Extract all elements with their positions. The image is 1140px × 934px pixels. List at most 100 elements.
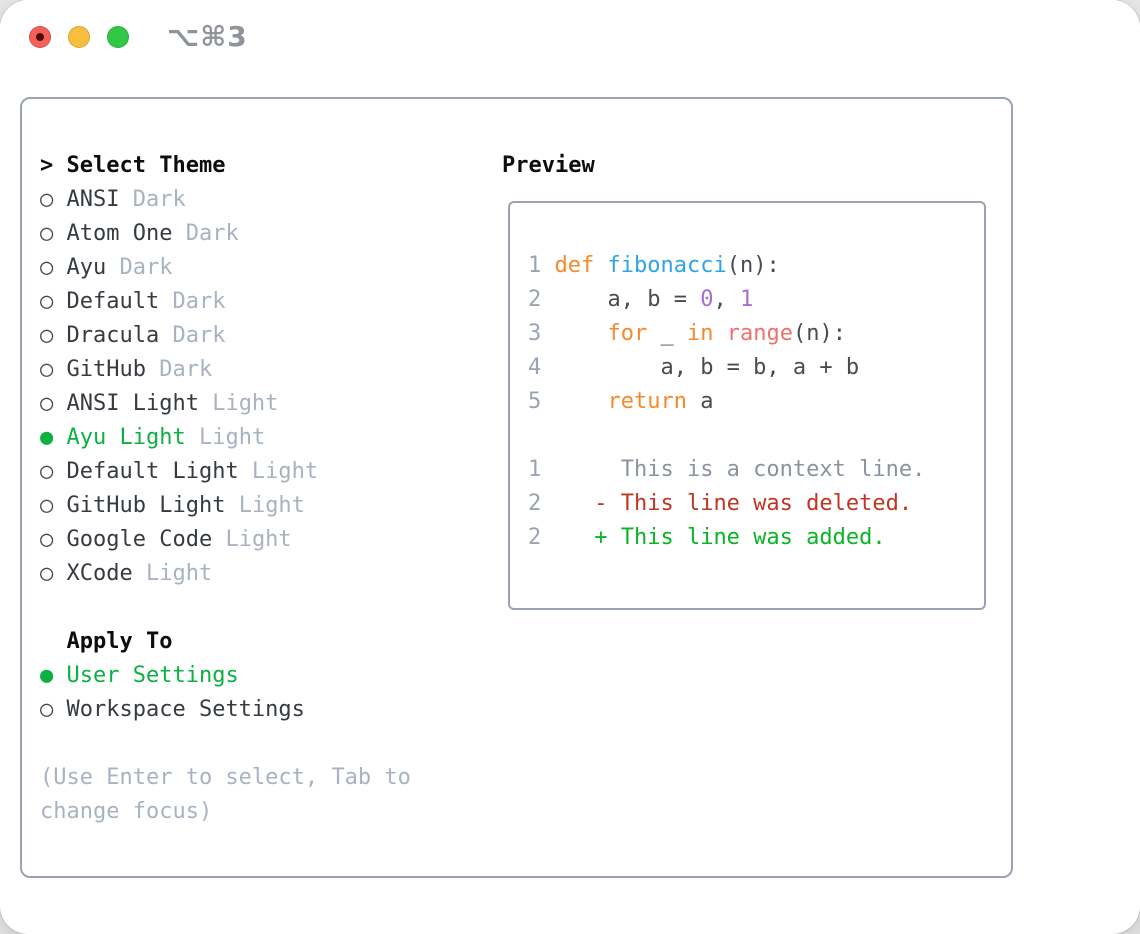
theme-variant-tag: Dark — [119, 187, 186, 212]
theme-option-google-code-light[interactable]: ○ Google Code Light — [40, 523, 502, 557]
radio-unselected-icon: ○ — [40, 289, 67, 314]
token-pl — [713, 321, 726, 346]
code-line: 5 return a — [528, 385, 984, 419]
theme-variant-tag: Dark — [159, 323, 226, 348]
theme-option-ansi-dark[interactable]: ○ ANSI Dark — [40, 183, 502, 217]
theme-list-pane: > Select Theme ○ ANSI Dark○ Atom One Dar… — [40, 149, 502, 876]
token-kw: def — [554, 253, 595, 278]
theme-variant-tag: Light — [198, 391, 279, 416]
theme-option-xcode-light[interactable]: ○ XCode Light — [40, 557, 502, 591]
theme-option-ayu-dark[interactable]: ○ Ayu Dark — [40, 251, 502, 285]
theme-option-atom-one-dark[interactable]: ○ Atom One Dark — [40, 217, 502, 251]
titlebar: ⌥⌘3 — [0, 0, 1140, 97]
token-ln: 3 — [528, 321, 555, 346]
token-num: 1 — [739, 287, 754, 312]
code-line: 2 - This line was deleted. — [528, 487, 984, 521]
theme-option-default-dark[interactable]: ○ Default Dark — [40, 285, 502, 319]
minimize-button[interactable] — [68, 26, 90, 48]
code-line: 3 for _ in range(n): — [528, 317, 984, 351]
token-pl — [555, 389, 608, 414]
apply-to-header: Apply To — [66, 629, 173, 654]
token-pl: (n): — [726, 253, 780, 278]
theme-variant-tag: Dark — [145, 357, 213, 382]
theme-option-label: XCode — [66, 561, 133, 586]
radio-unselected-icon: ○ — [40, 255, 67, 280]
code-line: 4 a, b = b, a + b — [528, 351, 984, 385]
main-panel: > Select Theme ○ ANSI Dark○ Atom One Dar… — [20, 97, 1013, 878]
code-line: 2 + This line was added. — [528, 521, 984, 555]
radio-unselected-icon: ○ — [40, 493, 67, 518]
token-kw: for — [607, 321, 648, 346]
radio-unselected-icon: ○ — [40, 561, 67, 586]
zoom-button[interactable] — [107, 26, 129, 48]
window-title-shortcut: ⌥⌘3 — [167, 20, 248, 53]
code-line: 1 def fibonacci(n): — [528, 249, 984, 283]
token-pl: a — [686, 389, 714, 414]
theme-option-label: ANSI — [66, 187, 120, 212]
token-kw: in — [686, 321, 714, 346]
apply-to-list: ● User Settings○ Workspace Settings — [40, 659, 502, 727]
close-active-dot — [36, 33, 44, 41]
token-ln: 1 — [528, 457, 555, 482]
theme-option-default-light-light[interactable]: ○ Default Light Light — [40, 455, 502, 489]
theme-variant-tag: Light — [132, 561, 213, 586]
token-pl — [528, 423, 541, 448]
theme-option-label: GitHub Light — [66, 493, 226, 518]
theme-option-ayu-light-light[interactable]: ● Ayu Light Light — [40, 421, 502, 455]
close-button[interactable] — [29, 26, 51, 48]
theme-variant-tag: Light — [212, 527, 292, 552]
theme-variant-tag: Dark — [106, 255, 173, 280]
theme-option-label: Dracula — [66, 323, 160, 348]
token-ln: 2 — [528, 525, 555, 550]
preview-header: Preview — [502, 153, 595, 178]
help-line: (Use Enter to select, Tab to — [40, 765, 411, 790]
theme-variant-tag: Light — [238, 459, 319, 484]
theme-option-label: Atom One — [66, 221, 173, 246]
radio-selected-icon: ● — [40, 663, 67, 688]
spacer — [40, 591, 502, 625]
theme-variant-tag: Light — [185, 425, 266, 450]
token-ln: 2 — [528, 491, 555, 516]
radio-unselected-icon: ○ — [40, 323, 67, 348]
theme-option-dracula-dark[interactable]: ○ Dracula Dark — [40, 319, 502, 353]
code-line: 1 This is a context line. — [528, 453, 984, 487]
code-line: 2 a, b = 0, 1 — [528, 283, 984, 317]
token-pl: _ — [647, 321, 687, 346]
theme-list: ○ ANSI Dark○ Atom One Dark○ Ayu Dark○ De… — [40, 183, 502, 591]
theme-option-ansi-light-light[interactable]: ○ ANSI Light Light — [40, 387, 502, 421]
theme-option-github-light-light[interactable]: ○ GitHub Light Light — [40, 489, 502, 523]
token-pl: a, b = — [554, 287, 701, 312]
token-call: range — [726, 321, 793, 346]
radio-unselected-icon: ○ — [40, 187, 67, 212]
radio-unselected-icon: ○ — [40, 357, 67, 382]
focus-cursor-icon: > — [40, 153, 67, 178]
token-ln: 1 — [528, 253, 555, 278]
token-num: 0 — [700, 287, 714, 312]
theme-option-label: Default — [66, 289, 160, 314]
apply-option-user-settings[interactable]: ● User Settings — [40, 659, 502, 693]
token-ln: 2 — [528, 287, 555, 312]
help-line: change focus) — [40, 799, 213, 824]
token-pl — [594, 253, 607, 278]
token-ctx: This is a context line. — [554, 457, 926, 482]
apply-option-workspace-settings[interactable]: ○ Workspace Settings — [40, 693, 502, 727]
theme-variant-tag: Light — [225, 493, 305, 518]
token-pl: (n): — [792, 321, 846, 346]
token-fn: fibonacci — [607, 253, 727, 278]
theme-option-label: GitHub — [66, 357, 146, 382]
token-del: - This line was deleted. — [554, 491, 913, 516]
apply-option-label: Workspace Settings — [66, 697, 305, 722]
spacer — [40, 727, 502, 761]
radio-selected-icon: ● — [40, 425, 67, 450]
radio-unselected-icon: ○ — [40, 527, 67, 552]
theme-option-github-dark[interactable]: ○ GitHub Dark — [40, 353, 502, 387]
traffic-lights — [29, 26, 129, 48]
theme-variant-tag: Dark — [172, 221, 239, 246]
select-theme-header: > Select Theme — [40, 153, 226, 178]
theme-option-label: Ayu — [66, 255, 107, 280]
radio-unselected-icon: ○ — [40, 459, 67, 484]
theme-variant-tag: Dark — [159, 289, 226, 314]
preview-pane: Preview 1 def fibonacci(n):2 a, b = 0, 1… — [502, 149, 1011, 876]
